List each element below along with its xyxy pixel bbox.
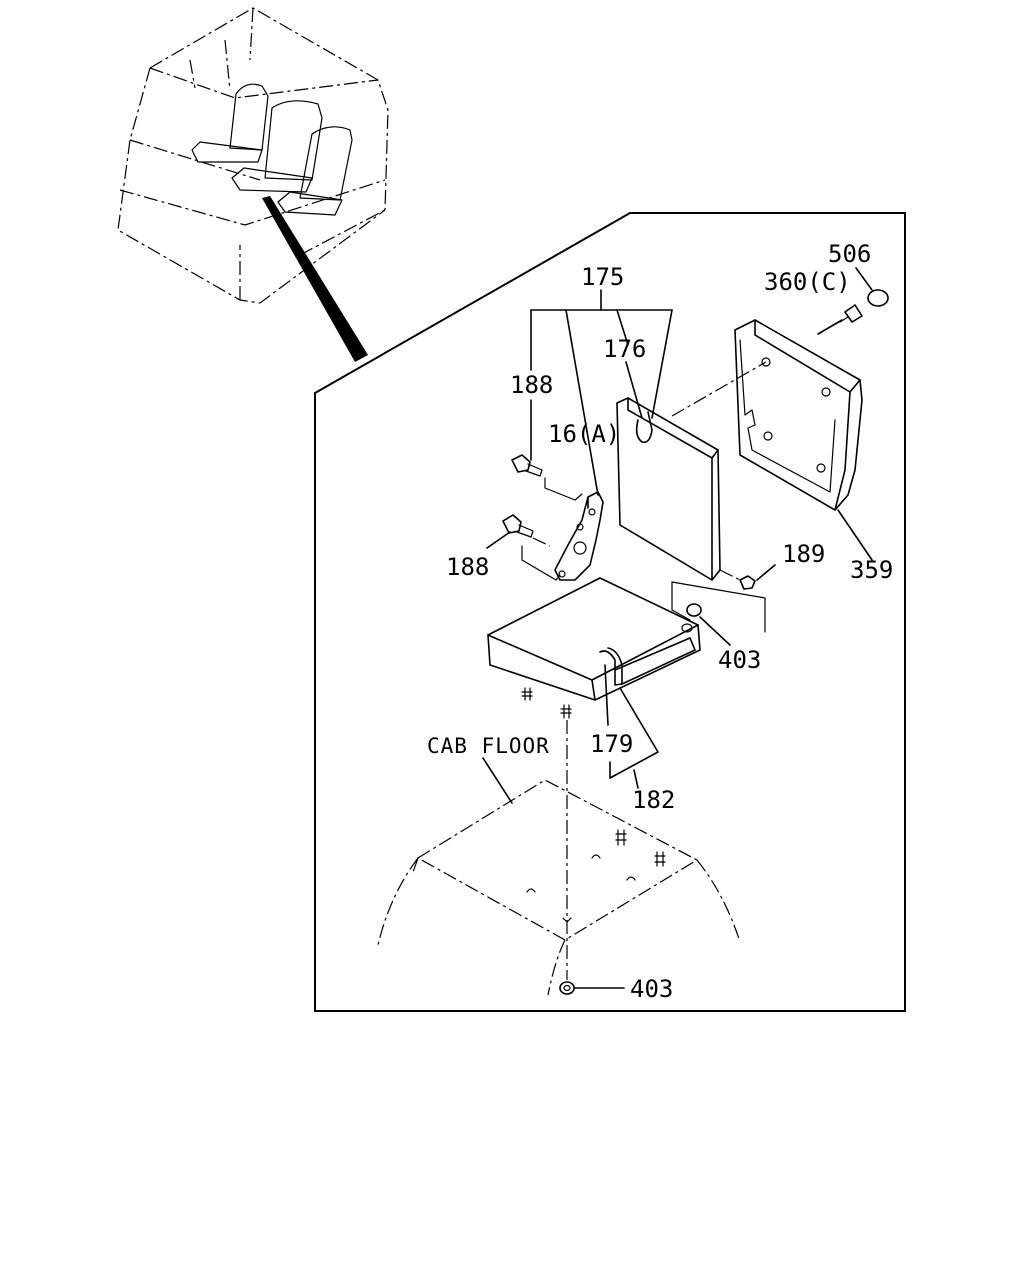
label-506: 506 [828, 240, 871, 268]
overview-seats [191, 83, 353, 216]
cab-floor [377, 779, 741, 996]
seat-back [616, 397, 721, 581]
label-360c: 360(C) [764, 268, 851, 296]
detail-frame [314, 212, 906, 1012]
label-cab-floor: CAB FLOOR [427, 734, 550, 758]
label-403-mid: 403 [718, 646, 761, 674]
hinge-bracket [554, 491, 604, 581]
label-188-top: 188 [510, 371, 553, 399]
label-176: 176 [603, 335, 646, 363]
part-labels: 175 176 188 16(A) 188 189 359 506 360(C)… [427, 240, 893, 1003]
label-182: 182 [632, 786, 675, 814]
detail-pointer [262, 196, 368, 362]
label-189: 189 [782, 540, 825, 568]
label-175: 175 [581, 263, 624, 291]
seat-cover [734, 289, 889, 511]
label-16a: 16(A) [548, 420, 620, 448]
leader-lines [482, 267, 873, 989]
cab-overview [117, 7, 389, 362]
label-403-bottom: 403 [630, 975, 673, 1003]
seat-cushion [487, 577, 702, 719]
label-188-left: 188 [446, 553, 489, 581]
label-359: 359 [850, 556, 893, 584]
label-179: 179 [590, 730, 633, 758]
bolts [502, 454, 756, 590]
